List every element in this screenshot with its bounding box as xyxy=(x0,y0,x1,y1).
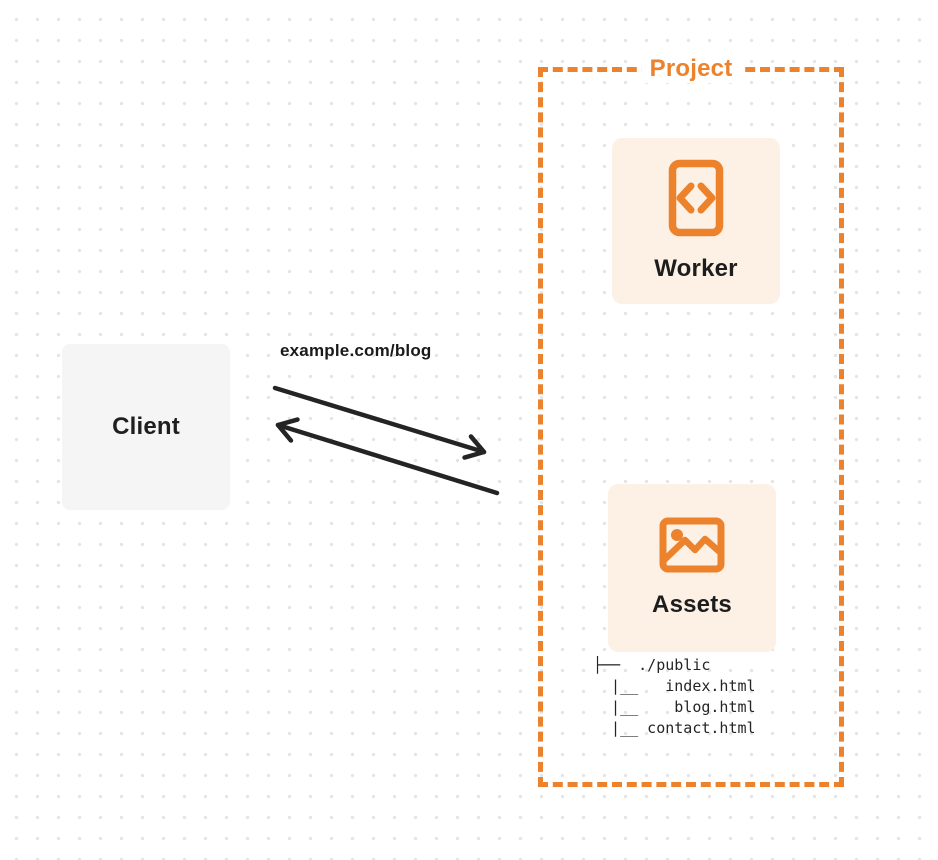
project-title: Project xyxy=(641,55,741,83)
image-icon xyxy=(659,517,725,573)
client-node: Client xyxy=(62,344,230,510)
worker-node: Worker xyxy=(612,138,780,304)
code-document-icon xyxy=(668,159,724,237)
assets-file-tree: ├── ./public |__ index.html |__ blog.htm… xyxy=(593,656,756,737)
response-arrow xyxy=(275,417,500,496)
worker-label: Worker xyxy=(654,255,738,282)
assets-node: Assets xyxy=(608,484,776,652)
assets-label: Assets xyxy=(652,591,732,618)
client-label: Client xyxy=(112,413,180,440)
request-arrow xyxy=(272,385,487,460)
project-container: Project Worker xyxy=(538,55,844,787)
request-url-label: example.com/blog xyxy=(280,341,432,360)
